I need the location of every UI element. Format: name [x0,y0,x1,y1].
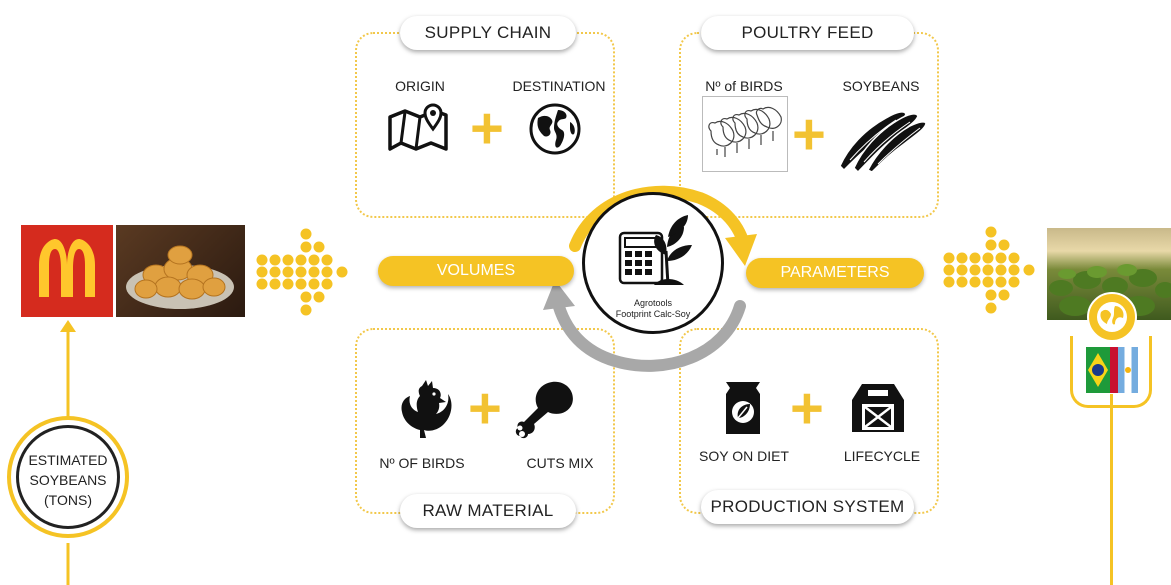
estimate-inner-circle: ESTIMATED SOYBEANS (TONS) [16,425,120,529]
feed-bag-icon [720,378,766,436]
estimate-line3: (TONS) [44,492,92,508]
right-dotted-arrow [943,226,1039,318]
volumes-bar: VOLUMES [378,256,574,286]
cycle-arrows [535,176,775,386]
estimate-outer-ring [7,416,129,538]
soybean-pods-icon [834,100,928,174]
left-up-arrow [58,318,78,585]
red-divider-flag [1110,347,1118,393]
estimate-line1: ESTIMATED [28,452,108,468]
poultry-feed-title: POULTRY FEED [701,16,914,50]
brazil-flag [1086,347,1110,393]
chicken-nuggets-photo [116,225,245,317]
globe-icon [528,102,582,156]
raw-material-title: RAW MATERIAL [400,494,576,528]
argentina-flag [1118,347,1138,393]
barn-icon [848,378,908,434]
plus-sign-raw: + [468,376,502,441]
estimate-line2: SOYBEANS [29,472,107,488]
poultry-birds-label: Nº of BIRDS [705,78,783,94]
plus-sign-poultry: + [792,102,826,167]
calculator-plant-icon [618,211,698,285]
mcdonalds-logo [21,225,113,317]
right-vertical-line [1110,394,1113,585]
chicken-leg-icon [512,378,578,442]
center-label-line2: Footprint Calc-Soy [615,309,691,319]
plus-sign-supply: + [470,96,504,161]
origin-label: ORIGIN [395,78,445,94]
production-system-title: PRODUCTION SYSTEM [701,490,914,524]
flags-bracket [1070,336,1152,408]
lifecycle-label: LIFECYCLE [843,448,921,464]
map-pin-icon [387,103,449,153]
chickens-sketch-icon [702,96,788,172]
globe-badge-icon [1087,292,1137,342]
destination-label: DESTINATION [512,78,606,94]
plus-sign-production: + [790,376,824,441]
parameters-bar: PARAMETERS [746,258,924,288]
soybean-field-photo [1047,228,1171,320]
cuts-mix-label: CUTS MIX [526,455,594,471]
poultry-soybeans-label: SOYBEANS [842,78,920,94]
raw-birds-label: Nº OF BIRDS [379,455,465,471]
rooster-icon [396,378,454,440]
left-dotted-arrow [256,226,352,318]
soy-on-diet-label: SOY ON DIET [699,448,789,464]
center-label-line1: Agrotools [633,298,673,308]
center-calculator-circle: Agrotools Footprint Calc-Soy [582,192,724,334]
supply-chain-title: SUPPLY CHAIN [400,16,576,50]
